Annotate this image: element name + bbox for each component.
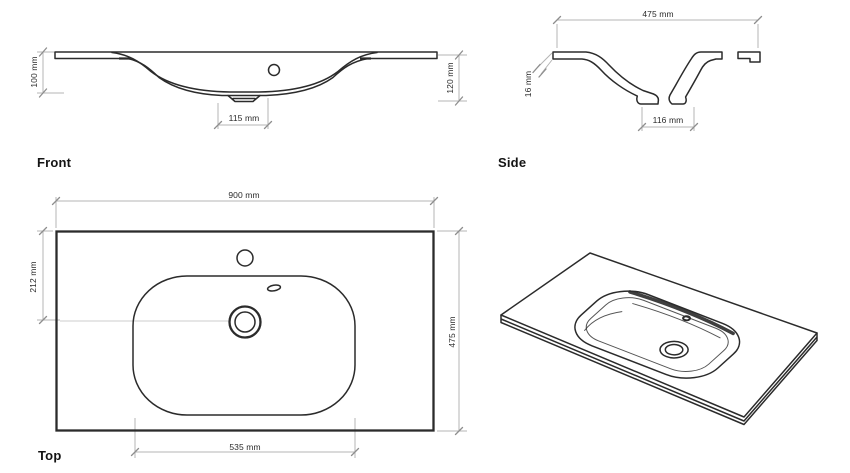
iso-view <box>500 252 818 426</box>
side-profile-outline <box>552 51 761 105</box>
front-faucet-hole <box>267 63 281 77</box>
top-dimension-lines <box>37 196 467 458</box>
front-basin-outline <box>54 51 438 103</box>
front-dim-left: 100 mm <box>28 56 39 88</box>
top-view-label: Top <box>38 448 62 463</box>
front-dim-bottom: 115 mm <box>228 112 260 123</box>
top-drain-inner <box>234 311 256 333</box>
side-dimension-lines <box>532 15 763 132</box>
front-view-label: Front <box>37 155 72 170</box>
iso-countertop-thickness <box>500 314 818 426</box>
front-dimension-lines <box>37 47 467 130</box>
top-faucet-hole <box>236 249 254 267</box>
iso-drain-inner <box>662 343 686 357</box>
top-countertop-edge <box>55 230 435 432</box>
iso-basin-shading <box>629 290 736 333</box>
iso-countertop-face <box>500 252 818 418</box>
top-dim-top: 900 mm <box>228 189 260 200</box>
iso-basin-details <box>561 283 754 387</box>
side-back-edge-piece <box>737 51 761 63</box>
top-dim-left: 212 mm <box>27 261 38 293</box>
top-basin-outline <box>55 230 435 432</box>
front-drain-outlet <box>227 94 261 103</box>
front-dim-right: 120 mm <box>444 62 455 94</box>
front-view <box>37 47 467 130</box>
iso-basin-inner-wall <box>576 291 739 377</box>
top-dim-right: 475 mm <box>446 316 457 348</box>
side-view-label: Side <box>498 155 527 170</box>
iso-overflow-hole <box>682 315 691 321</box>
side-dim-bottom: 116 mm <box>652 114 684 125</box>
iso-basin-rim <box>561 283 754 387</box>
top-overflow-hole <box>266 284 282 292</box>
top-view <box>37 196 467 458</box>
side-dim-left: 16 mm <box>522 70 533 98</box>
top-drain-outer <box>228 305 262 339</box>
iso-drain-outer <box>655 338 694 361</box>
top-dim-bottom: 535 mm <box>229 441 261 452</box>
side-view <box>532 15 763 132</box>
side-dim-top: 475 mm <box>642 8 674 19</box>
top-basin-rim <box>132 275 356 416</box>
